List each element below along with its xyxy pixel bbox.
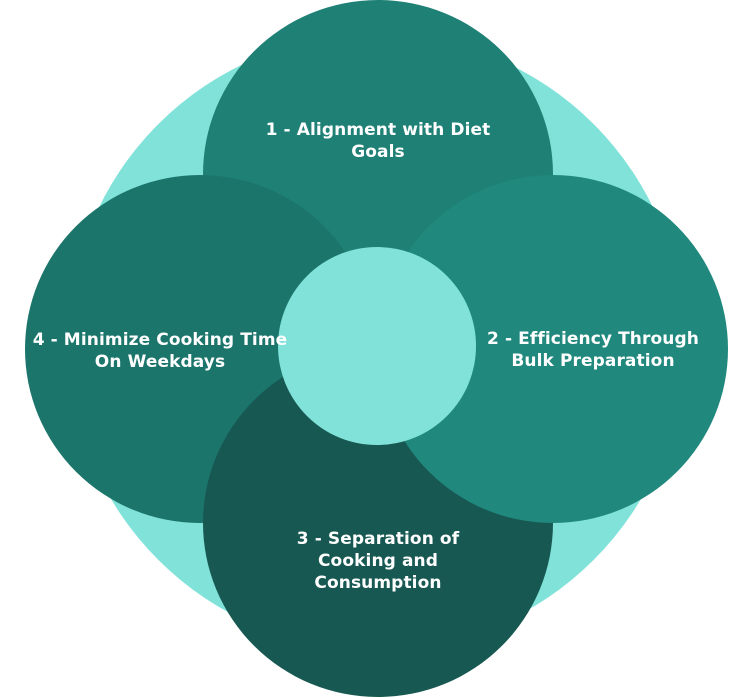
label-2: 2 - Efficiency Through Bulk Preparation bbox=[487, 329, 699, 371]
label-4: 4 - Minimize Cooking Time On Weekdays bbox=[32, 330, 288, 372]
label-3: 3 - Separation of Cooking and Consumptio… bbox=[296, 529, 460, 593]
center-circle bbox=[278, 247, 476, 445]
label-1: 1 - Alignment with Diet Goals bbox=[265, 120, 491, 162]
